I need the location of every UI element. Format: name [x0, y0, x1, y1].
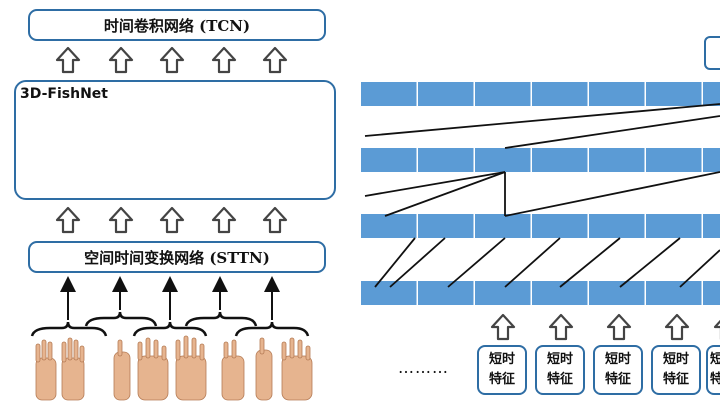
fishnet-box	[14, 80, 336, 200]
feature-line2: 特征	[662, 372, 689, 387]
bar-segment-r3-c5	[589, 214, 645, 238]
bar-segment-r2-c2	[418, 148, 474, 172]
feature-line2: 特	[710, 370, 720, 390]
short-feature-box-2: 短时 特征	[535, 345, 585, 395]
hand-8-icon	[281, 337, 313, 401]
sttn-label: 空间时间变换网络 (STTN)	[84, 248, 270, 267]
hand-6-icon	[221, 339, 245, 401]
arrows-fishnet-to-tcn	[55, 46, 288, 74]
feature-line1: 短	[710, 350, 720, 370]
short-feature-box-1: 短时 特征	[477, 345, 527, 395]
feature-line1: 短时	[604, 352, 631, 367]
bar-segment-r2-c7	[703, 148, 720, 172]
feature-line2: 特征	[488, 372, 515, 387]
hand-2-icon	[61, 337, 85, 401]
feature-line1: 短时	[488, 352, 515, 367]
bar-segment-r1-c6	[646, 82, 702, 106]
bar-segment-r4-c7	[703, 281, 720, 305]
bar-segment-r4-c2	[418, 281, 474, 305]
tcn-label-box: 时间卷积网络 (TCN)	[28, 9, 326, 41]
feature-line1: 短时	[662, 352, 689, 367]
hand-1-icon	[35, 339, 57, 401]
hand-images	[35, 335, 313, 401]
feature-line2: 特征	[546, 372, 573, 387]
feature-line2: 特征	[604, 372, 631, 387]
bar-segment-r1-c4	[532, 82, 588, 106]
bar-segment-r4-c5	[589, 281, 645, 305]
bar-segment-r1-c5	[589, 82, 645, 106]
hand-3-icon	[113, 339, 131, 401]
bar-segment-r2-c6	[646, 148, 702, 172]
arrows-sttn-to-fishnet	[55, 206, 288, 234]
bar-segment-r1-c2	[418, 82, 474, 106]
bar-segment-r1-c7	[703, 82, 720, 106]
short-feature-box-3: 短时 特征	[593, 345, 643, 395]
bar-segment-r4-c6	[646, 281, 702, 305]
bar-segment-r3-c7	[703, 214, 720, 238]
short-feature-box-4: 短时 特征	[651, 345, 701, 395]
hand-brackets	[30, 311, 310, 337]
feature-up-arrows	[490, 313, 720, 341]
bar-segment-r2-c5	[589, 148, 645, 172]
bar-segment-r2-c4	[532, 148, 588, 172]
bracket-up-arrows	[60, 276, 280, 320]
bar-segment-r3-c2	[418, 214, 474, 238]
tcn-layer-bars	[361, 82, 720, 305]
bar-segment-r3-c4	[532, 214, 588, 238]
hand-4-icon	[137, 337, 169, 401]
sttn-label-box: 空间时间变换网络 (STTN)	[28, 241, 326, 273]
bar-segment-r2-c1	[361, 148, 417, 172]
ellipsis-text: ………	[398, 358, 449, 377]
bar-segment-r1-c1	[361, 82, 417, 106]
top-right-box	[704, 36, 720, 70]
bar-segment-r3-c1	[361, 214, 417, 238]
feature-line1: 短时	[546, 352, 573, 367]
bar-segment-r3-c6	[646, 214, 702, 238]
short-feature-box-5: 短 特	[706, 345, 720, 395]
bar-segment-r4-c3	[475, 281, 531, 305]
tcn-dilated-connections	[364, 103, 720, 288]
bar-segment-r1-c3	[475, 82, 531, 106]
bar-segment-r2-c3	[475, 148, 531, 172]
bar-segment-r4-c4	[532, 281, 588, 305]
tcn-label: 时间卷积网络 (TCN)	[103, 16, 251, 35]
bar-segment-r4-c1	[361, 281, 417, 305]
hand-5-icon	[175, 335, 207, 401]
bar-segment-r3-c3	[475, 214, 531, 238]
hand-7-icon	[255, 337, 273, 401]
fishnet-title: 3D-FishNet	[20, 86, 108, 102]
